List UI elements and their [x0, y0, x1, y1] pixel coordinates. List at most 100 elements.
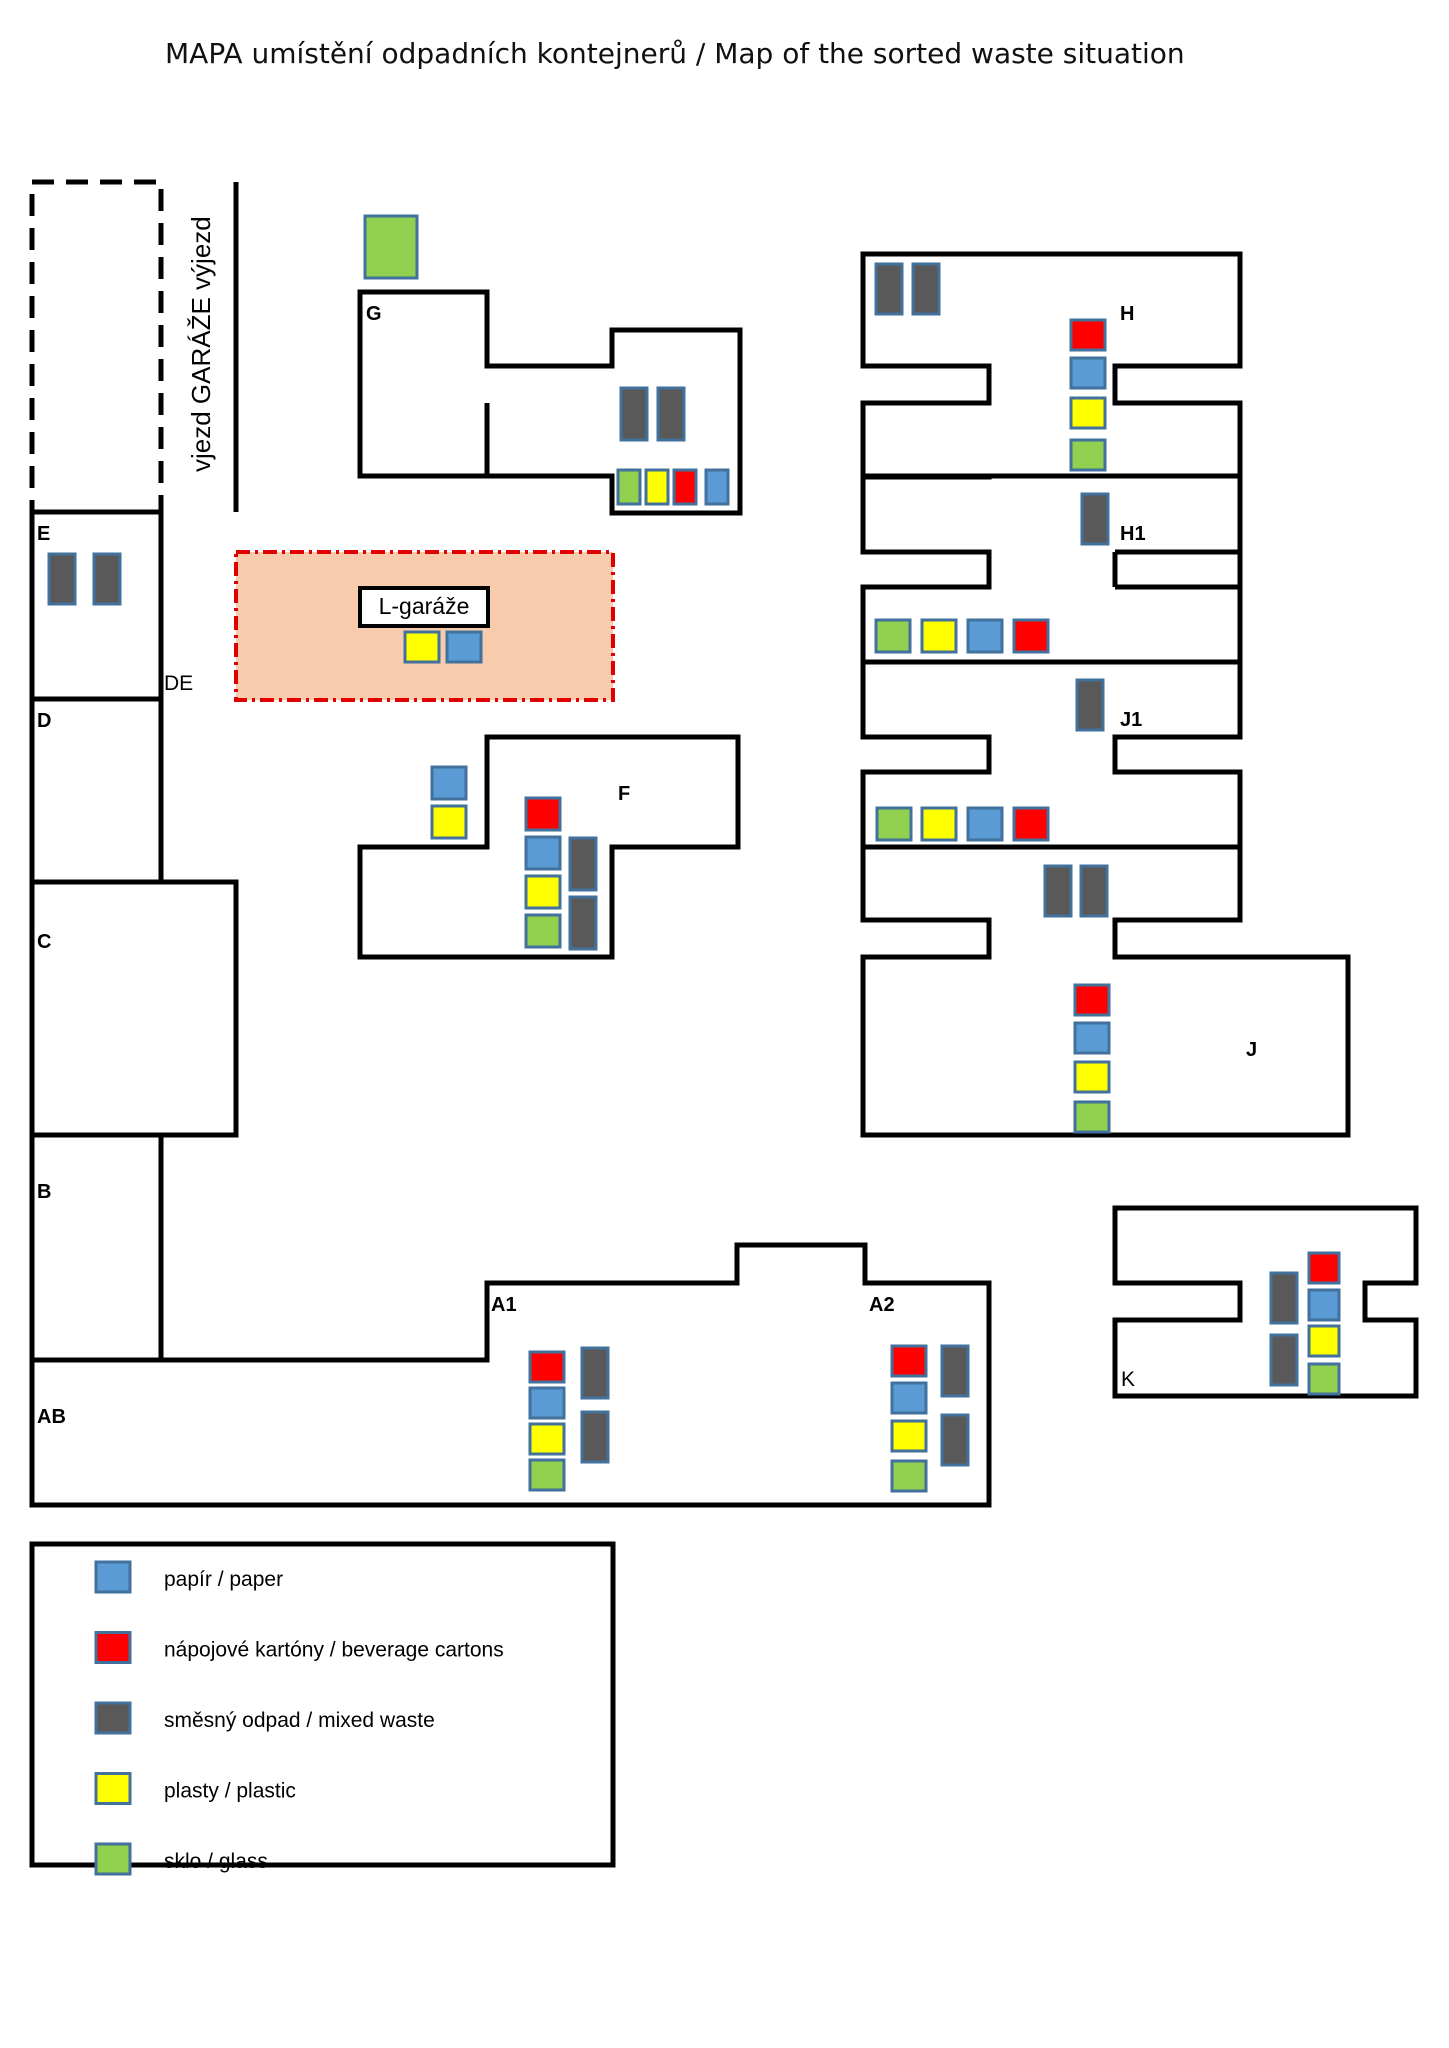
- glass-container-50: [890, 1459, 928, 1493]
- label-de: DE: [164, 672, 193, 695]
- legend-label-plastic: plasty / plastic: [164, 1780, 296, 1803]
- glass-container-58: [1307, 1362, 1341, 1396]
- label-f: F: [618, 783, 630, 805]
- plastic-container-9: [403, 630, 441, 664]
- paper-container-6: [704, 468, 730, 506]
- building-c: [29, 879, 239, 1138]
- label-d: D: [37, 710, 51, 732]
- beverage-carton-container-34: [1012, 806, 1050, 842]
- glass-container-44: [528, 1458, 566, 1492]
- plastic-container-39: [1073, 1060, 1111, 1094]
- plastic-container-27: [920, 618, 958, 654]
- mixed-waste-container-17: [568, 836, 598, 892]
- legend-label-glass: sklo / glass: [164, 1850, 268, 1873]
- building-g: [357, 289, 743, 516]
- legend-swatch-beverage-cartons: [94, 1631, 132, 1664]
- plastic-container-15: [524, 874, 562, 910]
- paper-container-10: [445, 630, 483, 664]
- paper-container-22: [1069, 356, 1107, 390]
- mixed-waste-container-45: [580, 1346, 610, 1400]
- mixed-waste-container-52: [940, 1413, 970, 1467]
- glass-container-16: [524, 913, 562, 949]
- road-label: vjezd GARÁŽE výjezd: [186, 216, 216, 472]
- beverage-carton-container-29: [1012, 618, 1050, 654]
- building-j1-upper: [860, 659, 1243, 850]
- glass-container-3: [616, 468, 642, 506]
- label-h1: H1: [1120, 523, 1146, 545]
- label-a1: A1: [491, 1294, 517, 1316]
- map-title: MAPA umístění odpadních kontejnerů / Map…: [165, 37, 1185, 70]
- plastic-container-43: [528, 1422, 566, 1456]
- mixed-waste-container-46: [580, 1410, 610, 1464]
- plastic-container-57: [1307, 1324, 1341, 1358]
- legend-label-beverage-cartons: nápojové kartóny / beverage cartons: [164, 1639, 504, 1662]
- label-b: B: [37, 1181, 51, 1203]
- garage-l-label: L-garáže: [379, 593, 470, 619]
- mixed-waste-container-25: [1080, 492, 1110, 546]
- legend-swatch-plastic: [94, 1772, 132, 1805]
- paper-container-56: [1307, 1288, 1341, 1322]
- paper-container-48: [890, 1381, 928, 1415]
- paper-container-11: [430, 765, 468, 801]
- paper-container-42: [528, 1386, 566, 1420]
- label-h: H: [1120, 303, 1134, 325]
- beverage-carton-container-21: [1069, 318, 1107, 352]
- paper-container-28: [966, 618, 1004, 654]
- building-d: [29, 696, 164, 885]
- plastic-container-32: [920, 806, 958, 842]
- legend-items: papír / paper nápojové kartóny / beverage…: [94, 1560, 504, 1876]
- legend-swatch-glass: [94, 1842, 132, 1876]
- beverage-carton-container-13: [524, 796, 562, 832]
- mixed-waste-container-30: [1075, 678, 1105, 732]
- paper-container-14: [524, 835, 562, 871]
- legend-swatch-mixed-waste: [94, 1701, 132, 1735]
- plastic-container-12: [430, 804, 468, 840]
- glass-container-31: [875, 806, 913, 842]
- garage-l-label-box: [358, 586, 490, 628]
- building-h-h1: [860, 251, 1243, 665]
- plastic-container-49: [890, 1419, 928, 1453]
- mixed-waste-container-20: [911, 262, 941, 316]
- g-glass-large: [363, 214, 419, 280]
- mixed-waste-container-51: [940, 1344, 970, 1398]
- mixed-waste-container-1: [619, 386, 649, 442]
- mixed-waste-container-54: [1269, 1333, 1299, 1387]
- mixed-waste-container-7: [47, 552, 77, 606]
- mixed-waste-container-35: [1043, 864, 1073, 918]
- beverage-carton-container-55: [1307, 1251, 1341, 1285]
- beverage-carton-container-41: [528, 1350, 566, 1384]
- mixed-waste-container-19: [874, 262, 904, 316]
- paper-container-38: [1073, 1021, 1111, 1055]
- building-k: [1112, 1205, 1419, 1399]
- label-k: K: [1121, 1368, 1135, 1391]
- mixed-waste-container-18: [568, 895, 598, 951]
- glass-container-26: [874, 618, 912, 654]
- mixed-waste-container-2: [656, 386, 686, 442]
- containers-layer: [47, 214, 1341, 1493]
- beverage-carton-container-37: [1073, 983, 1111, 1017]
- legend-label-mixed-waste: směsný odpad / mixed waste: [164, 1709, 435, 1732]
- mixed-waste-container-8: [92, 552, 122, 606]
- glass-container-24: [1069, 438, 1107, 472]
- beverage-carton-container-47: [890, 1344, 928, 1378]
- label-ab: AB: [37, 1406, 66, 1428]
- mixed-waste-container-36: [1079, 864, 1109, 918]
- label-a2: A2: [869, 1294, 895, 1316]
- label-c: C: [37, 931, 51, 953]
- legend-label-paper: papír / paper: [164, 1568, 283, 1591]
- plastic-container-23: [1069, 396, 1107, 430]
- plastic-container-4: [644, 468, 670, 506]
- building-ab-a1-a2: [29, 1242, 992, 1508]
- label-e: E: [37, 523, 50, 545]
- paper-container-33: [966, 806, 1004, 842]
- mixed-waste-container-53: [1269, 1271, 1299, 1325]
- glass-container-40: [1073, 1100, 1111, 1134]
- legend-swatch-paper: [94, 1560, 132, 1594]
- label-j: J: [1246, 1039, 1257, 1061]
- label-j1: J1: [1120, 709, 1142, 731]
- beverage-carton-container-5: [672, 468, 698, 506]
- building-b: [29, 1132, 164, 1363]
- garage-underground-outline: [29, 179, 164, 515]
